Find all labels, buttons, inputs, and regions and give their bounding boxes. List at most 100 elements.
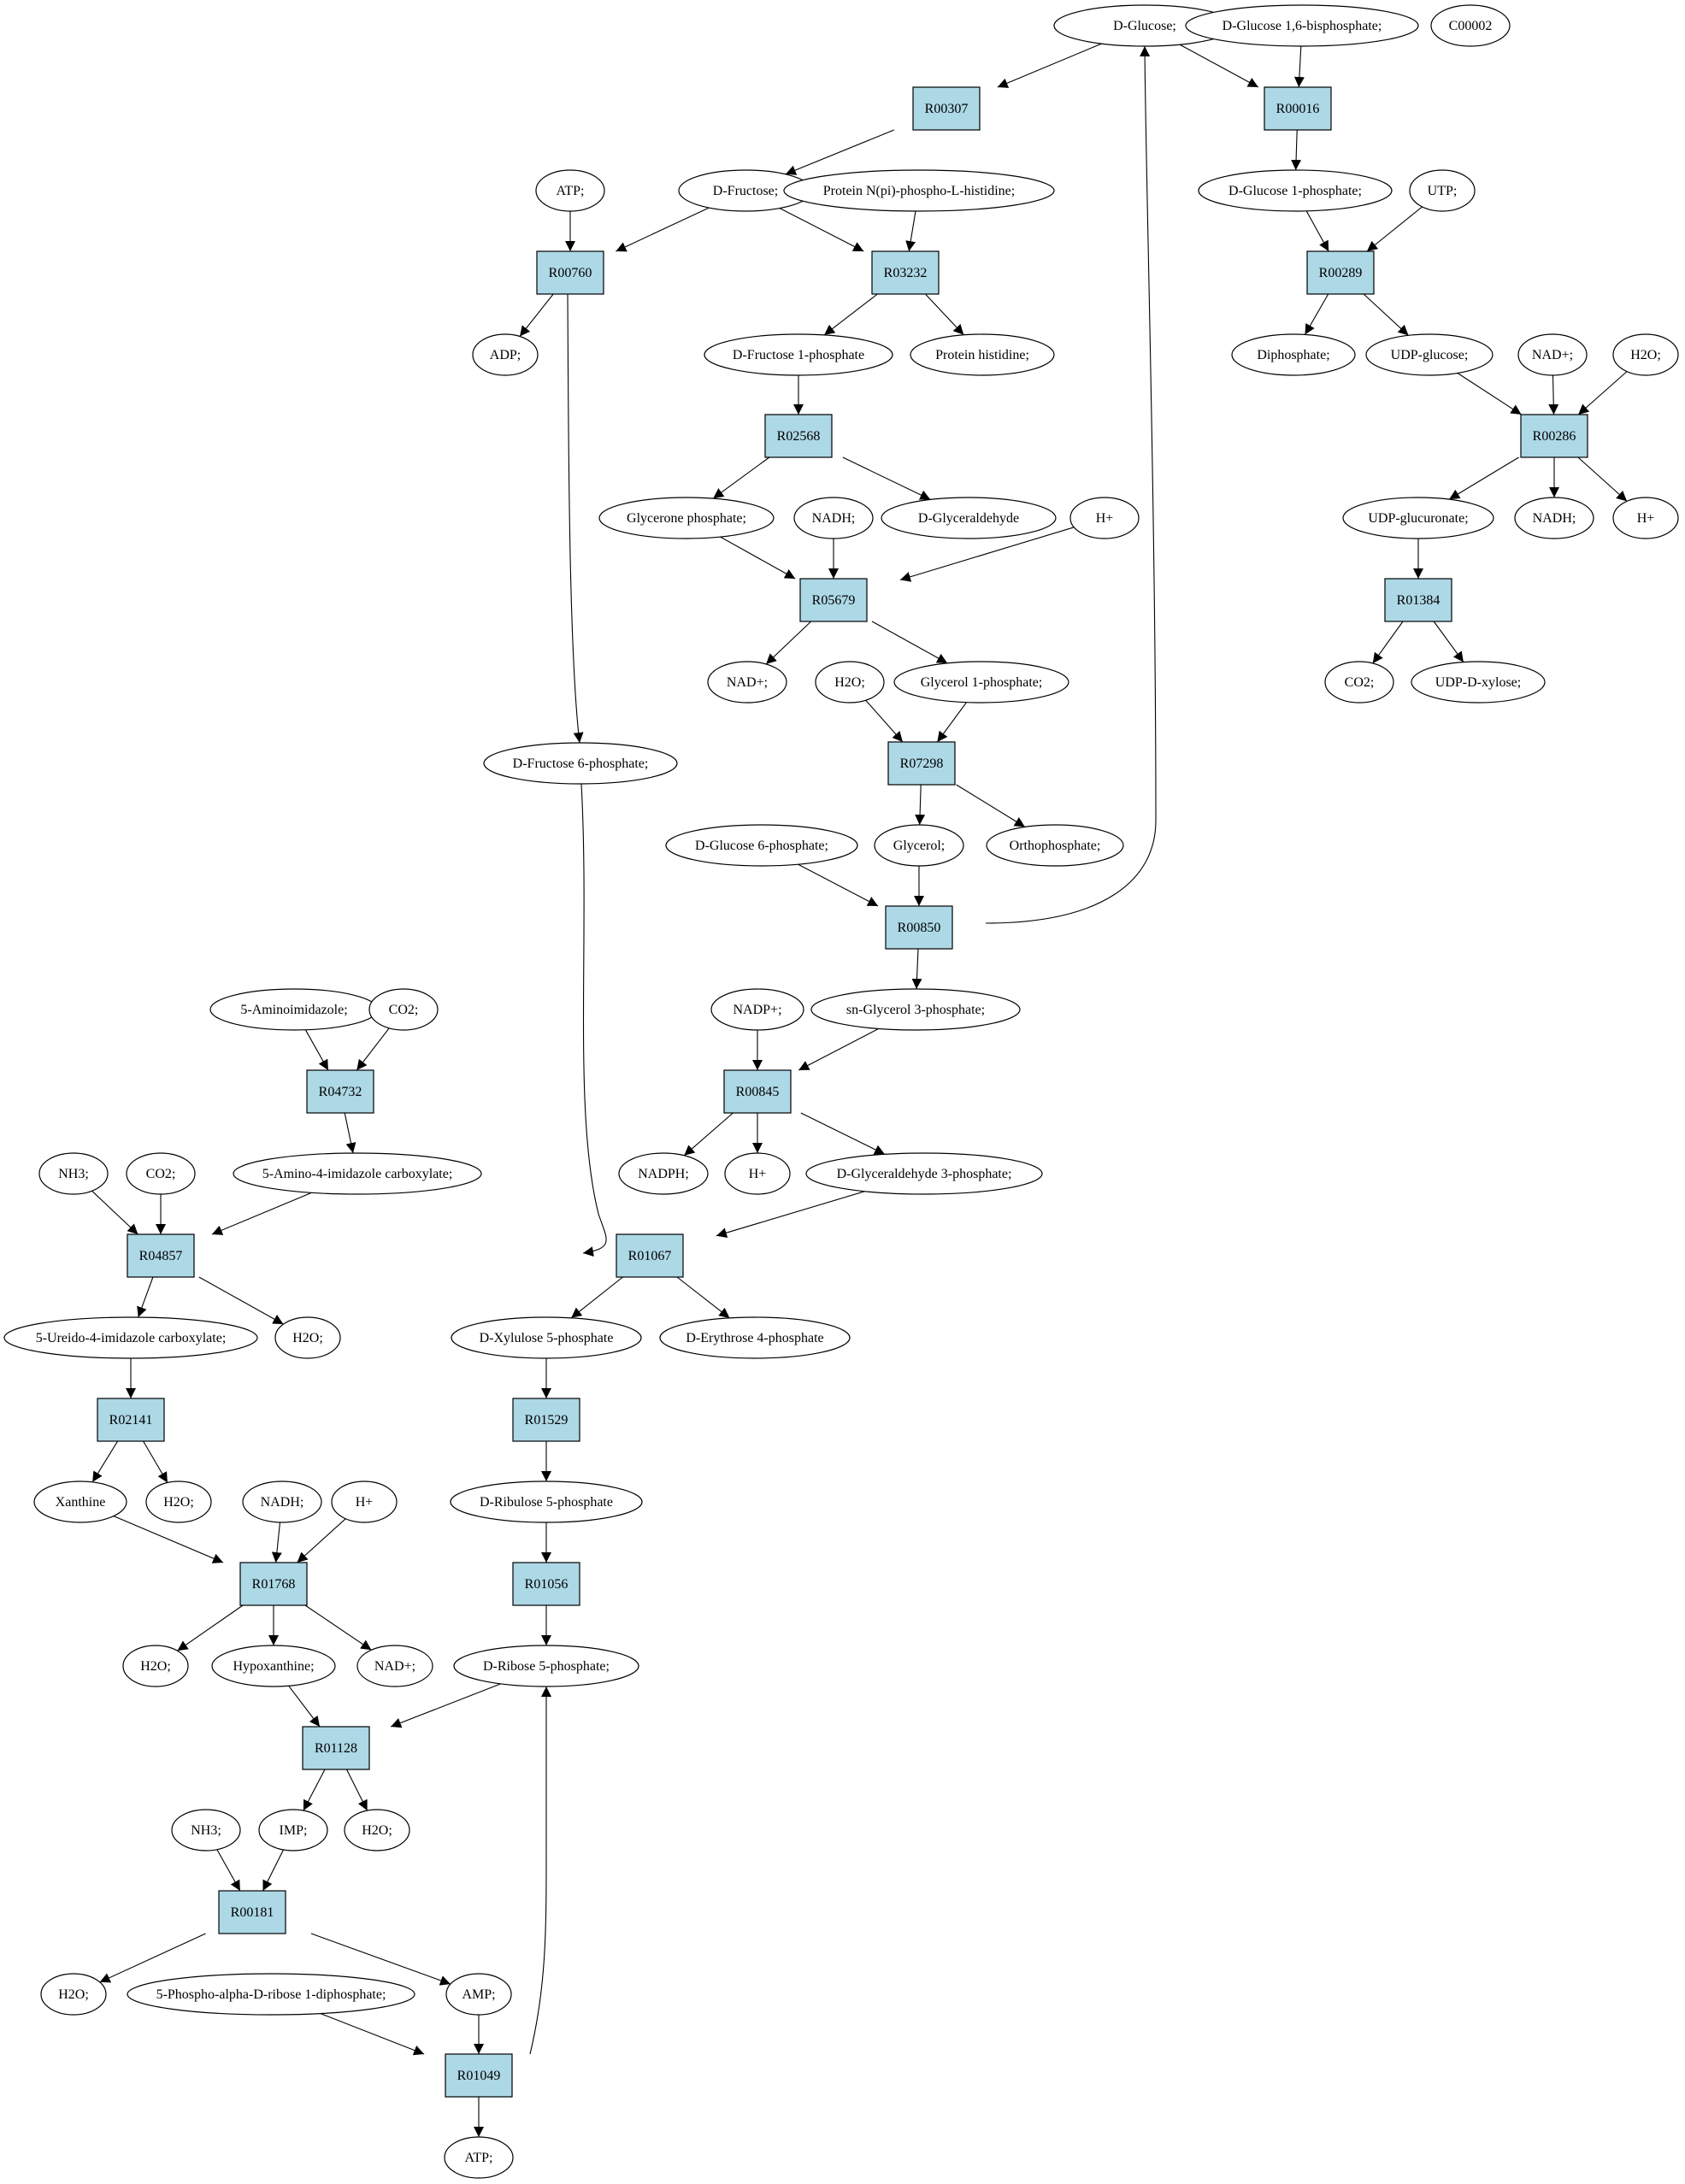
compound-node-utp[interactable]: UTP; [1409,169,1476,212]
compound-node-aimz[interactable]: 5-Aminoimidazole; [209,988,379,1031]
compound-node-nadph[interactable]: NADPH; [618,1152,709,1195]
compound-node-nh3a[interactable]: NH3; [38,1152,109,1195]
compound-ellipse [1231,333,1356,376]
reaction-node-r00850[interactable]: R00850 [885,905,953,950]
compound-node-co2a[interactable]: CO2; [1324,661,1394,703]
reaction-node-r04732[interactable]: R04732 [306,1069,374,1114]
reaction-node-r05679[interactable]: R05679 [799,578,868,622]
compound-node-glucose[interactable]: D-Glucose; [1053,4,1236,47]
compound-node-udpxyl[interactable]: UDP-D-xylose; [1411,661,1546,703]
compound-node-atp1[interactable]: ATP; [535,169,605,212]
reaction-node-r01067[interactable]: R01067 [616,1233,684,1278]
compound-node-nadh1[interactable]: NADH; [793,497,874,539]
compound-node-xanthine[interactable]: Xanthine [33,1481,127,1523]
edge-g1p-to-r00289 [1305,210,1329,252]
compound-node-ru5p[interactable]: D-Ribulose 5-phosphate [450,1481,643,1523]
compound-node-x5p[interactable]: D-Xylulose 5-phosphate [451,1316,642,1359]
compound-node-h2o2[interactable]: H2O; [815,661,885,703]
compound-node-g16bp[interactable]: D-Glucose 1,6-bisphosphate; [1185,4,1419,47]
node-label: NADH; [261,1495,304,1510]
compound-ellipse [444,2136,514,2179]
reaction-node-r00286[interactable]: R00286 [1520,414,1588,458]
reaction-node-r00289[interactable]: R00289 [1306,250,1375,295]
compound-ellipse [1342,497,1494,539]
reaction-node-r04857[interactable]: R04857 [127,1233,195,1278]
reaction-box [302,1726,370,1770]
compound-ellipse [1514,497,1594,539]
compound-ellipse [3,1316,258,1359]
edge-hypox-to-r01128 [288,1685,321,1728]
compound-node-e4p[interactable]: D-Erythrose 4-phosphate [659,1316,851,1359]
compound-node-co2c[interactable]: CO2; [126,1152,196,1195]
compound-node-prpp[interactable]: 5-Phospho-alpha-D-ribose 1-diphosphate; [127,1973,415,2016]
compound-node-hplus4[interactable]: H+ [331,1481,398,1523]
reaction-node-r00307[interactable]: R00307 [912,86,981,131]
compound-node-h2o5[interactable]: H2O; [122,1645,189,1687]
reaction-node-r02568[interactable]: R02568 [764,414,833,458]
compound-node-h2o1[interactable]: H2O; [1612,333,1679,376]
compound-node-hplus2[interactable]: H+ [1612,497,1679,539]
compound-node-c00002[interactable]: C00002 [1430,4,1511,47]
compound-node-r5p[interactable]: D-Ribose 5-phosphate; [453,1645,639,1687]
edge-xanthine-to-r01768 [113,1516,224,1563]
compound-node-hplus1[interactable]: H+ [1069,497,1140,539]
compound-node-sng3p[interactable]: sn-Glycerol 3-phosphate; [810,988,1021,1031]
reaction-node-r01049[interactable]: R01049 [445,2053,513,2098]
compound-node-imp[interactable]: IMP; [258,1809,328,1851]
compound-node-udpgluc[interactable]: UDP-glucuronate; [1342,497,1494,539]
reaction-node-r01384[interactable]: R01384 [1384,578,1452,622]
compound-ellipse [707,661,787,703]
compound-node-h2o4[interactable]: H2O; [145,1481,212,1523]
reaction-node-r00016[interactable]: R00016 [1264,86,1332,131]
edge-prpp-to-r01049 [320,2012,425,2056]
compound-node-nadp3[interactable]: NAD+; [356,1645,433,1687]
reaction-node-r03232[interactable]: R03232 [871,250,940,295]
compound-node-orthop[interactable]: Orthophosphate; [986,824,1124,867]
reaction-node-r00760[interactable]: R00760 [536,250,604,295]
compound-node-h2o3[interactable]: H2O; [274,1316,341,1359]
compound-node-h2o7[interactable]: H2O; [40,1973,107,2016]
compound-node-nadh3[interactable]: NADH; [242,1481,322,1523]
reaction-node-r00181[interactable]: R00181 [218,1890,286,1934]
edge-r00181-to-h2o7 [99,1933,206,1983]
compound-node-prothis[interactable]: Protein histidine; [910,333,1055,376]
compound-node-hplus3[interactable]: H+ [724,1152,791,1195]
compound-node-adp[interactable]: ADP; [472,333,539,376]
reaction-node-r07298[interactable]: R07298 [887,741,956,786]
compound-node-glyp[interactable]: Glycerone phosphate; [598,497,775,539]
compound-node-dglyald[interactable]: D-Glyceraldehyde [881,497,1057,539]
compound-node-nadpplus[interactable]: NADP+; [710,988,804,1031]
compound-node-g3p[interactable]: D-Glyceraldehyde 3-phosphate; [805,1152,1043,1195]
compound-node-udpglc[interactable]: UDP-glucose; [1365,333,1494,376]
compound-node-h2o6[interactable]: H2O; [344,1809,410,1851]
edge-r02141-to-xanthine [91,1440,119,1483]
compound-node-glycerol[interactable]: Glycerol; [874,824,964,867]
reaction-node-r00845[interactable]: R00845 [723,1069,792,1114]
reaction-node-r02141[interactable]: R02141 [97,1398,165,1442]
compound-node-gol1p[interactable]: Glycerol 1-phosphate; [893,661,1069,703]
reaction-node-r01768[interactable]: R01768 [239,1562,308,1606]
reaction-node-r01056[interactable]: R01056 [512,1562,580,1606]
compound-node-atp2[interactable]: ATP; [444,2136,514,2179]
compound-node-amp[interactable]: AMP; [445,1973,512,2016]
compound-node-aic[interactable]: 5-Amino-4-imidazole carboxylate; [233,1152,482,1195]
edges-layer [91,43,1628,2137]
node-label: Glycerol 1-phosphate; [921,675,1043,690]
compound-node-nh3b[interactable]: NH3; [171,1809,241,1851]
compound-node-nadh2[interactable]: NADH; [1514,497,1594,539]
compound-node-f6p[interactable]: D-Fructose 6-phosphate; [483,742,678,785]
compound-node-g1p[interactable]: D-Glucose 1-phosphate; [1198,169,1393,212]
node-label: R05679 [812,593,856,608]
compound-node-g6p[interactable]: D-Glucose 6-phosphate; [665,824,858,867]
compound-node-diphos[interactable]: Diphosphate; [1231,333,1356,376]
compound-node-uic[interactable]: 5-Ureido-4-imidazole carboxylate; [3,1316,258,1359]
node-label: R00016 [1276,102,1320,116]
reaction-node-r01128[interactable]: R01128 [302,1726,370,1770]
compound-node-hypox[interactable]: Hypoxanthine; [211,1645,336,1687]
reaction-node-r01529[interactable]: R01529 [512,1398,580,1442]
compound-node-co2b[interactable]: CO2; [368,988,439,1031]
compound-node-nadp2[interactable]: NAD+; [707,661,787,703]
compound-node-nadp1[interactable]: NAD+; [1517,333,1588,376]
compound-node-pnphis[interactable]: Protein N(pi)-phospho-L-histidine; [783,169,1055,212]
compound-node-f1p[interactable]: D-Fructose 1-phosphate [704,333,893,376]
